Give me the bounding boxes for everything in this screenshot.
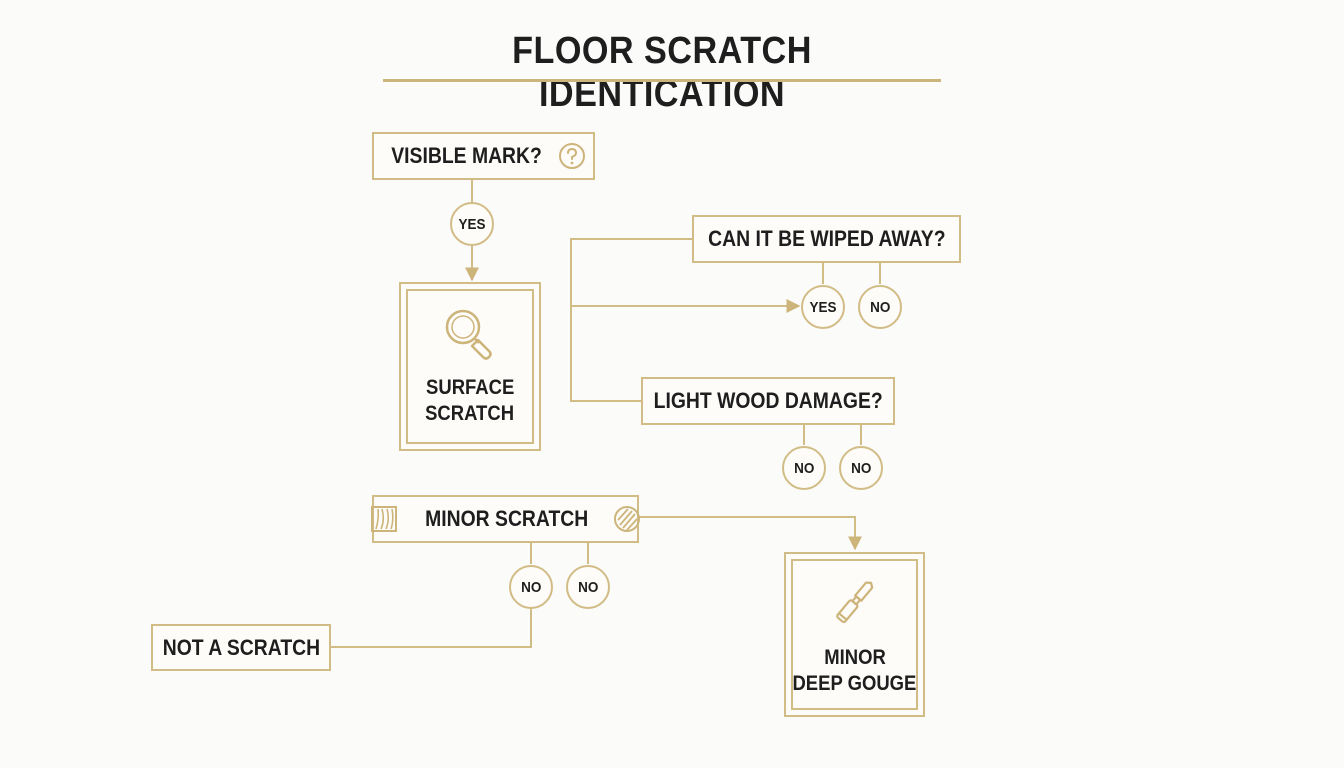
node-light-wood-damage: LIGHT WOOD DAMAGE?: [641, 377, 895, 425]
line-no-to-not-scratch: [331, 608, 532, 648]
magnifier-icon: [441, 307, 499, 361]
wood-ring-icon: [613, 505, 641, 533]
wood-grain-icon: [370, 505, 398, 533]
node-wiped-away-label: CAN IT BE WIPED AWAY?: [707, 226, 946, 251]
node-surface-scratch: SURFACE SCRATCH: [399, 282, 541, 451]
node-minor-scratch: MINOR SCRATCH: [370, 495, 641, 543]
node-wiped-away: CAN IT BE WIPED AWAY?: [692, 215, 961, 263]
node-surface-scratch-line2: SCRATCH: [425, 401, 515, 425]
page-title: FLOOR SCRATCH IDENTICATION: [512, 30, 812, 115]
node-minor-deep-gouge-line1: MINOR: [823, 645, 886, 669]
line-wiped-branch: [570, 238, 692, 402]
node-minor-deep-gouge-line2: DEEP GOUGE: [792, 671, 917, 695]
node-minor-scratch-label: MINOR SCRATCH: [424, 506, 589, 531]
answer-light-no-2: NO: [839, 446, 883, 490]
node-not-a-scratch: NOT A SCRATCH: [151, 624, 331, 671]
answer-wiped-yes: YES: [801, 285, 845, 329]
answer-light-no-1: NO: [782, 446, 826, 490]
arrow-minor-to-gouge: [639, 516, 862, 551]
node-not-a-scratch-label: NOT A SCRATCH: [162, 634, 320, 660]
node-surface-scratch-line1: SURFACE: [425, 375, 515, 399]
node-visible-mark-label: VISIBLE MARK?: [391, 143, 542, 168]
chisel-icon: [827, 573, 883, 631]
answer-wiped-no: NO: [858, 285, 902, 329]
answer-minor-no-1: NO: [509, 565, 553, 609]
node-light-wood-damage-label: LIGHT WOOD DAMAGE?: [653, 388, 883, 413]
answer-minor-no-2: NO: [566, 565, 610, 609]
question-icon: [558, 142, 586, 170]
title-underline: [383, 79, 941, 82]
node-visible-mark: VISIBLE MARK?: [372, 132, 595, 180]
answer-visible-mark-yes: YES: [450, 202, 494, 246]
node-minor-deep-gouge: MINOR DEEP GOUGE: [784, 552, 925, 717]
